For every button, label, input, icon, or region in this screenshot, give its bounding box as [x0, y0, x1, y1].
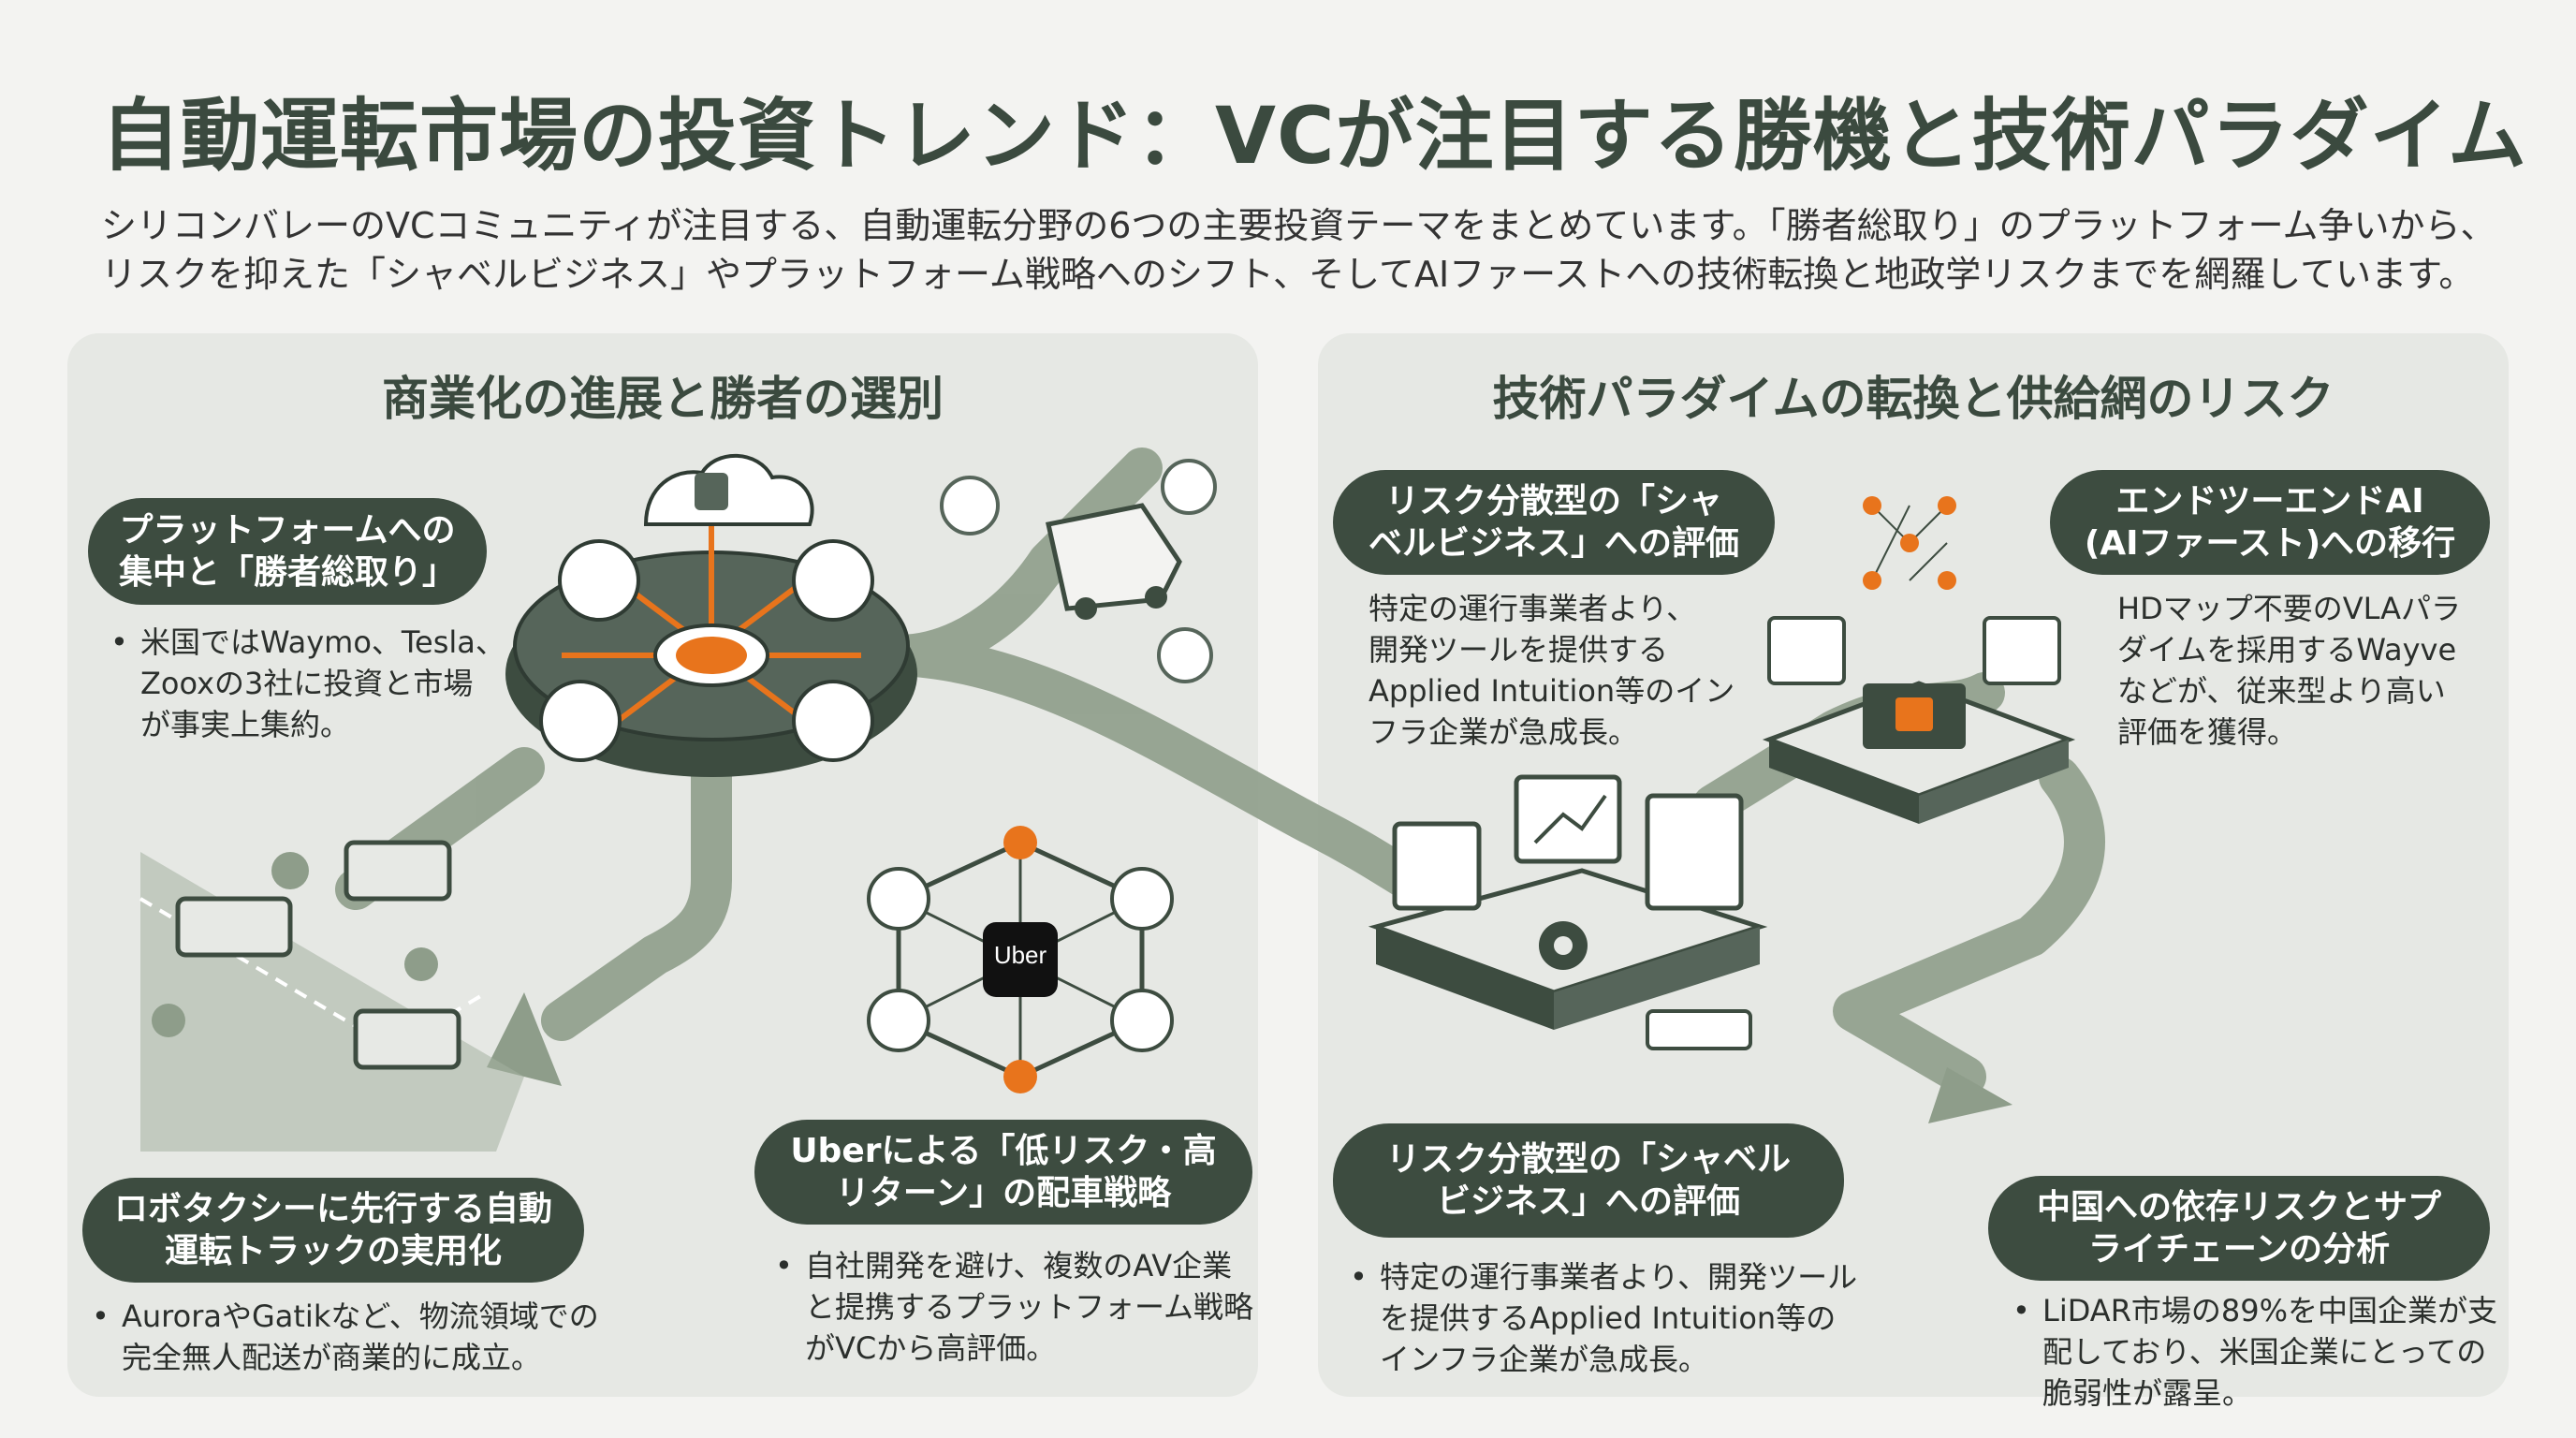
right-panel-heading: 技術パラダイムの転換と供給網のリスク — [1492, 372, 2334, 426]
shovel-business-label-bottom: リスク分散型の「シャベルビジネス」への評価 — [1333, 1123, 1844, 1238]
china-dependency-bullet: LiDAR市場の89%を中国企業が支 配しており、米国企業にとっての 脆弱性が露… — [2012, 1290, 2497, 1414]
china-dependency-label: 中国への依存リスクとサプライチェーンの分析 — [1988, 1176, 2490, 1281]
platform-concentration-label: プラットフォームへの集中と「勝者総取り」 — [88, 498, 487, 605]
shovel-business-note-top: 特定の運行事業者より、 開発ツールを提供する Applied Intuition… — [1368, 591, 1735, 751]
dev-tools-platform-illustration — [1368, 774, 1768, 1050]
platform-concentration-bullet: 米国ではWaymo、Tesla、 Zooxの3社に投資と市場 が事実上集約。 — [110, 622, 505, 745]
ai-chip-illustration — [1762, 496, 2076, 824]
subtitle-line-1: シリコンバレーのVCコミュニティが注目する、自動運転分野の6つの主要投資テーマを… — [101, 205, 2496, 246]
platform-hub-illustration — [505, 453, 917, 777]
delivery-van-illustration — [940, 459, 1217, 683]
road-arrow-left — [487, 992, 562, 1086]
uber-network-illustration — [867, 826, 1174, 1093]
shovel-business-label-top: リスク分散型の「シャベルビジネス」への評価 — [1333, 470, 1775, 575]
uber-strategy-bullet: 自社開発を避け、複数のAV企業 と提携するプラットフォーム戦略 がVCから高評価… — [775, 1245, 1253, 1369]
uber-logo: Uber — [993, 941, 1047, 969]
road-arrow-right — [1928, 1067, 2012, 1123]
page-title: 自動運転市場の投資トレンド：VCが注目する勝機と技術パラダイム — [101, 90, 2527, 182]
subtitle-line-2: リスクを抑えた「シャベルビジネス」やプラットフォーム戦略へのシフト、そしてAIフ… — [101, 254, 2475, 295]
autonomous-truck-label: ロボタクシーに先行する自動運転トラックの実用化 — [82, 1178, 584, 1283]
left-panel-heading: 商業化の進展と勝者の選別 — [382, 372, 944, 426]
autonomous-truck-bullet: AuroraやGatikなど、物流領域での 完全無人配送が商業的に成立。 — [92, 1296, 599, 1378]
shovel-business-bullet-bottom: 特定の運行事業者より、開発ツール を提供するApplied Intuition等… — [1350, 1256, 1857, 1380]
end-to-end-ai-note: HDマップ不要のVLAパラ ダイムを採用するWayve などが、従来型より高い … — [2117, 591, 2462, 751]
end-to-end-ai-label: エンドツーエンドAI(AIファースト)への移行 — [2050, 470, 2490, 575]
uber-strategy-label: Uberによる「低リスク・高リターン」の配車戦略 — [754, 1120, 1252, 1225]
truck-intersection-illustration — [139, 840, 524, 1152]
